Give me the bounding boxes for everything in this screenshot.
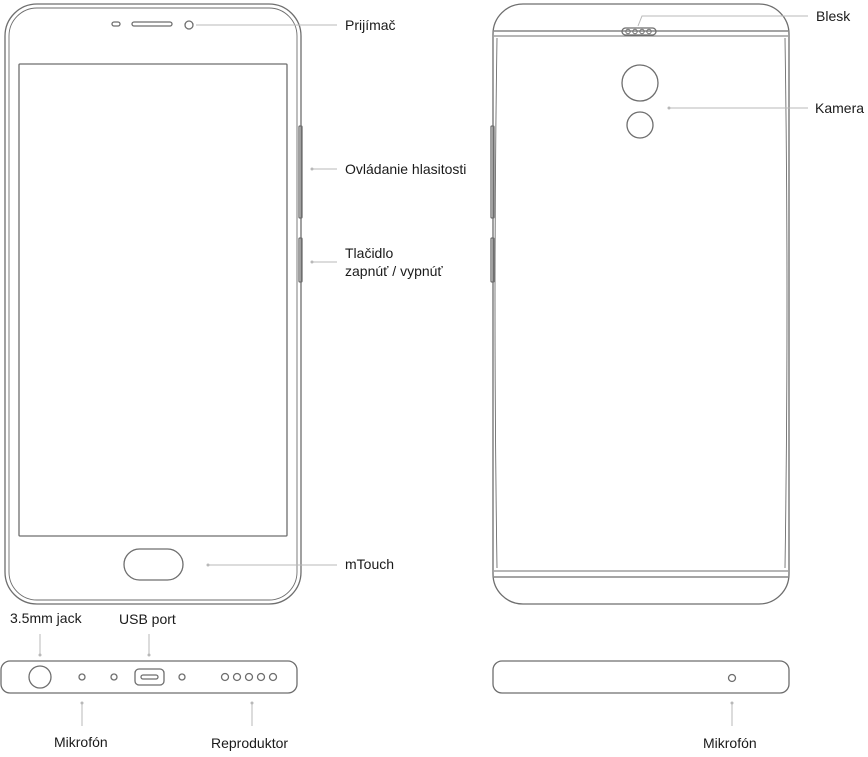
label-power-line1: Tlačidlo <box>345 245 394 261</box>
earpiece-slot <box>131 21 173 27</box>
label-volume: Ovládanie hlasitosti <box>345 161 467 177</box>
label-mic-top: Mikrofón <box>703 735 757 751</box>
front-camera-icon <box>184 20 194 30</box>
bottom-edge-view <box>0 660 298 694</box>
mic-hole-icon <box>78 673 86 681</box>
leader-dot-mic-top <box>730 701 734 705</box>
label-power-line2: zapnúť / vypnúť <box>345 263 443 279</box>
power-button <box>298 237 303 283</box>
fingerprint-sensor <box>626 111 654 139</box>
leader-dot-volume <box>310 167 314 171</box>
screw-hole-icon <box>110 673 118 681</box>
leader-dot-jack <box>38 653 42 657</box>
sensor-dot <box>111 21 121 27</box>
label-usb: USB port <box>119 611 176 627</box>
front-bezel <box>8 7 298 601</box>
top-mic-hole-icon <box>727 673 737 683</box>
flash-housing <box>621 27 657 36</box>
back-view <box>490 3 790 605</box>
front-body <box>4 3 302 605</box>
label-mic-bottom: Mikrofón <box>54 734 108 750</box>
leader-dot-speaker <box>250 701 254 705</box>
screw-hole-icon-2 <box>178 673 186 681</box>
label-receiver: Prijímač <box>345 17 396 33</box>
usb-port-inner <box>140 674 159 680</box>
leader-dot-camera <box>667 106 671 110</box>
back-edge-left <box>494 37 498 569</box>
top-edge-body <box>492 660 790 694</box>
headphone-jack-icon <box>28 665 52 689</box>
front-view <box>4 3 303 605</box>
speaker-holes <box>220 672 278 682</box>
leader-flash <box>637 15 808 27</box>
mtouch-button <box>123 548 184 581</box>
rear-camera-lens <box>621 64 659 102</box>
back-volume-button <box>490 125 495 219</box>
back-body <box>492 3 790 605</box>
back-power-button <box>490 237 495 283</box>
label-flash: Blesk <box>816 8 851 24</box>
volume-button <box>298 125 303 219</box>
leader-dot-usb <box>147 653 151 657</box>
label-speaker: Reproduktor <box>211 735 289 751</box>
label-mtouch: mTouch <box>345 556 395 572</box>
leader-dot-mtouch <box>206 563 210 567</box>
top-edge-view <box>492 660 790 694</box>
leader-dot-power <box>310 260 314 264</box>
front-screen <box>18 63 288 537</box>
usb-port-outer <box>134 668 165 686</box>
back-edge-right <box>784 37 788 569</box>
label-camera: Kamera <box>815 100 865 116</box>
leader-dot-mic-bottom <box>80 701 84 705</box>
label-jack: 3.5mm jack <box>10 610 82 626</box>
flash-leds <box>625 28 652 35</box>
bottom-edge-body <box>0 660 298 694</box>
